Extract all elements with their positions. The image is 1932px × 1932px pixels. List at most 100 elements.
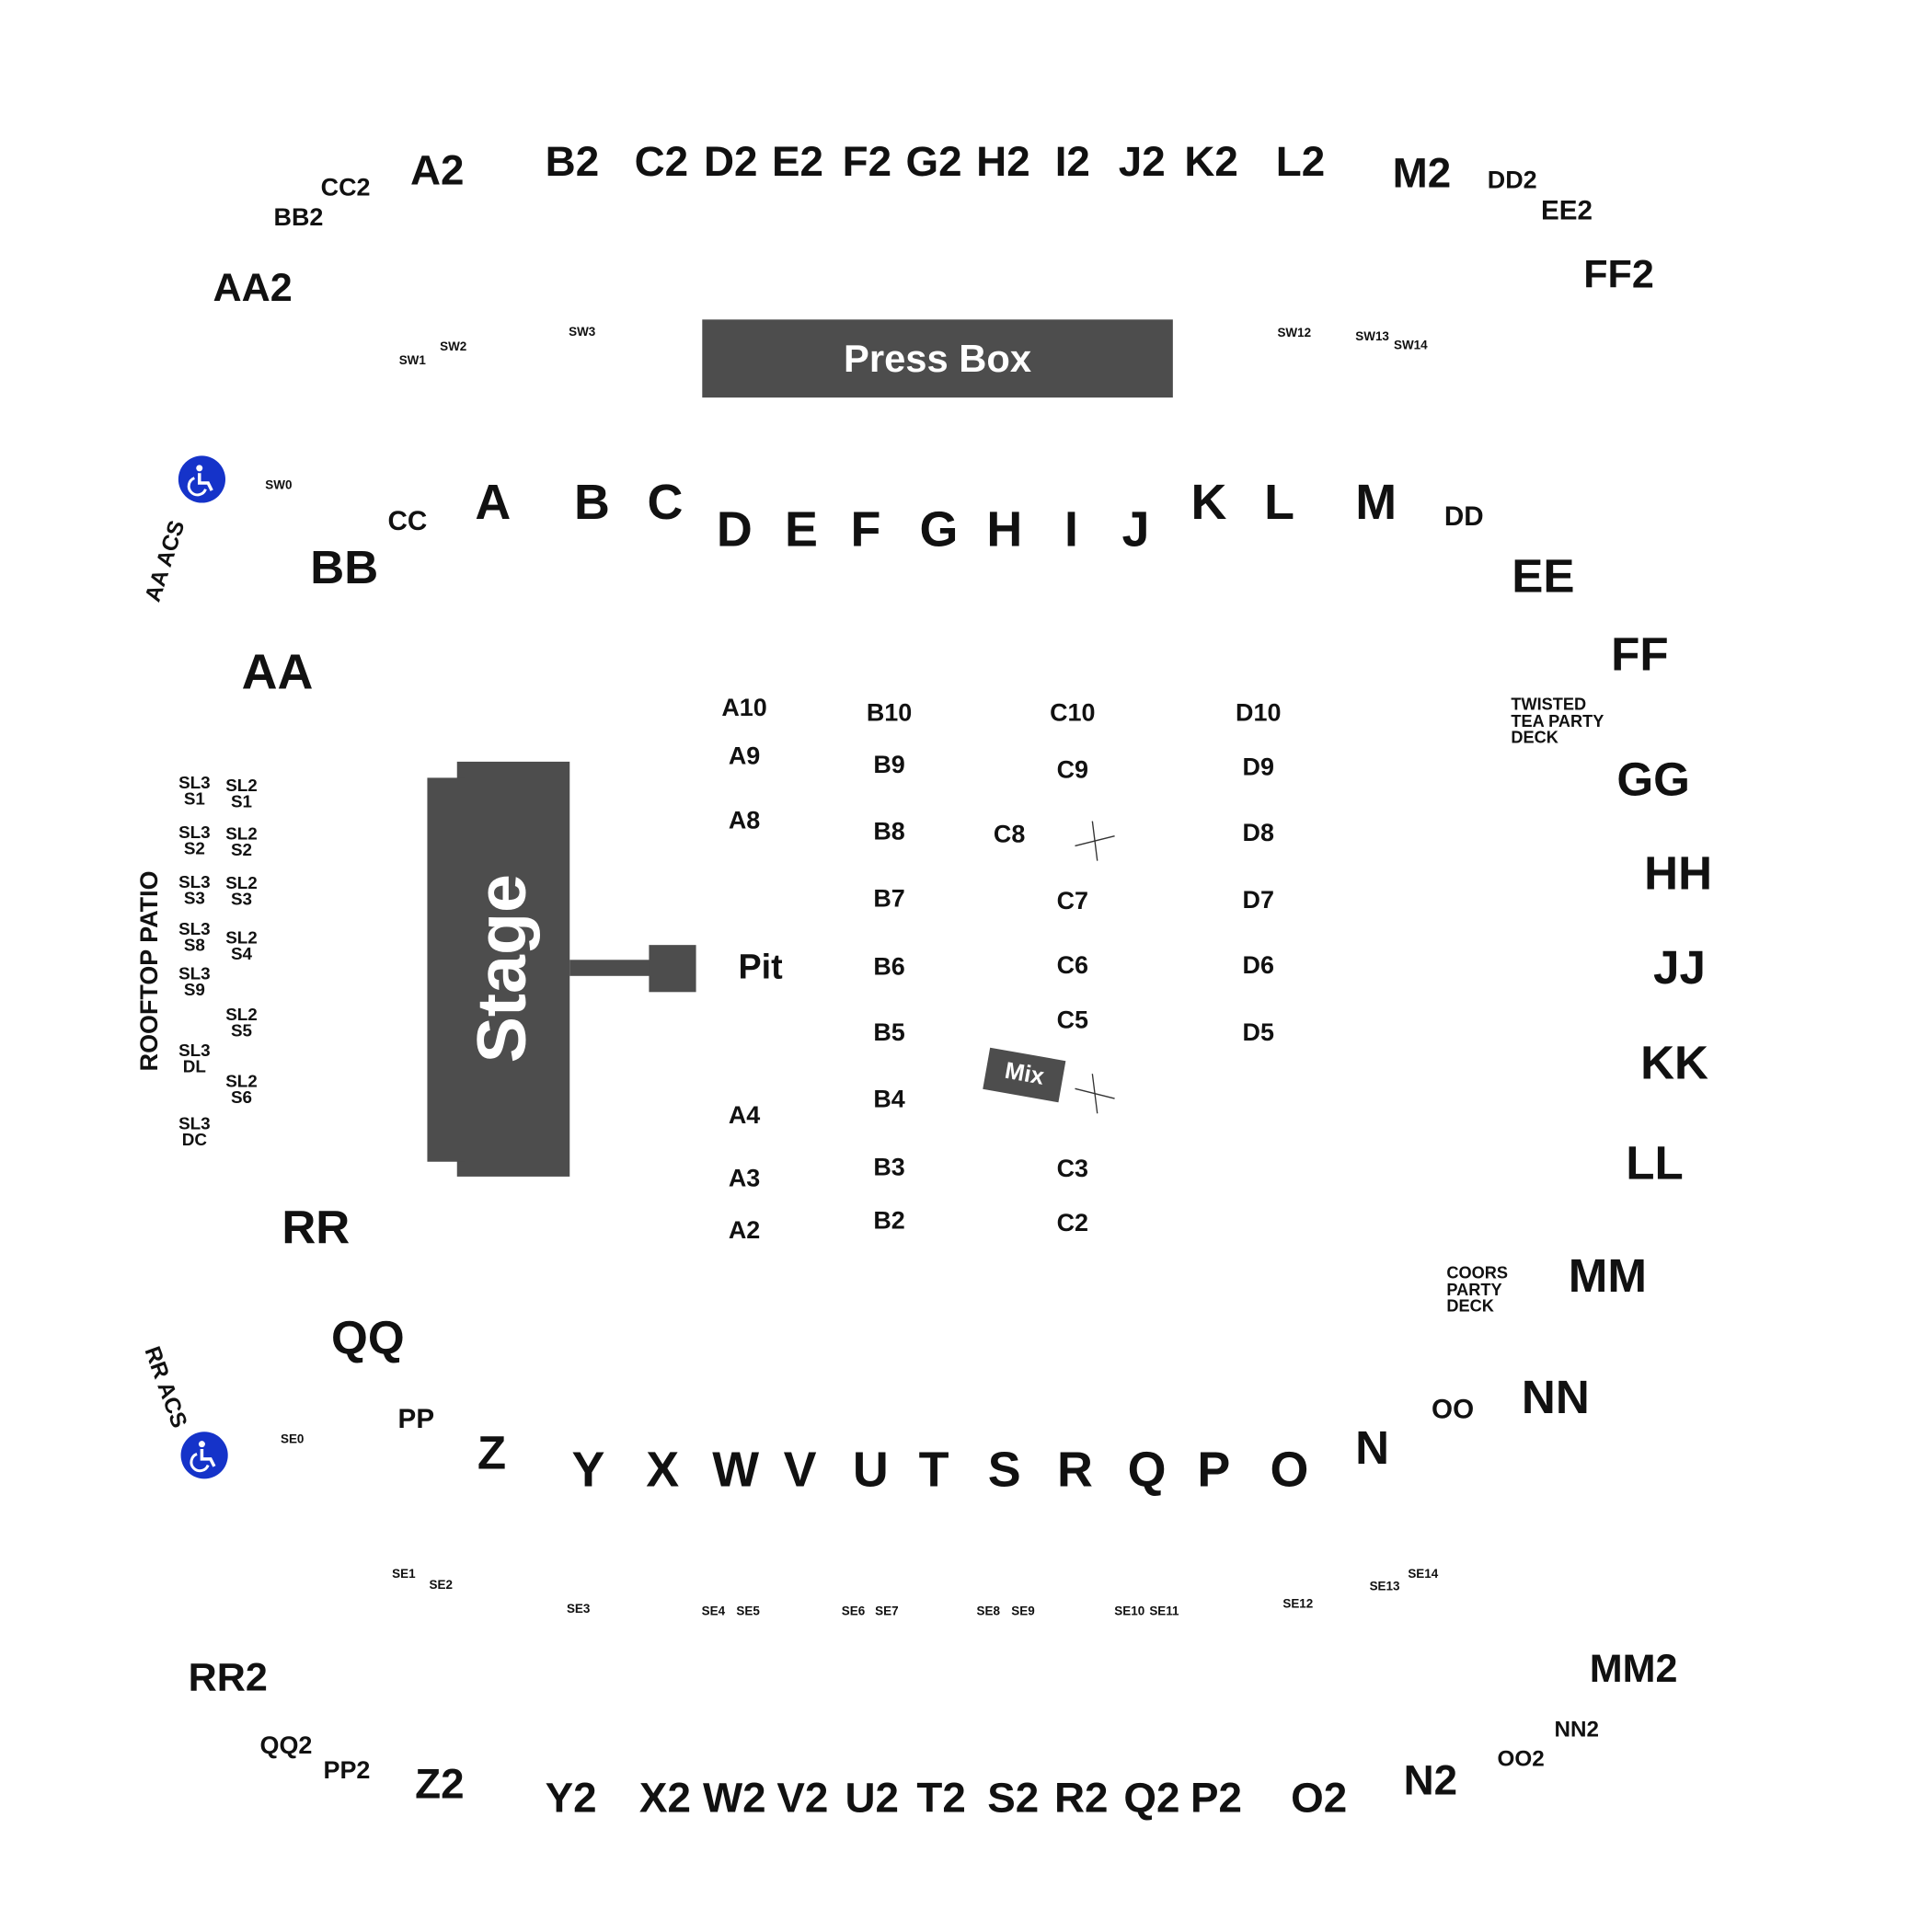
section-d5[interactable]: D5 [1242, 1018, 1274, 1047]
section-oo[interactable]: OO [1432, 1393, 1475, 1425]
section-k2[interactable]: K2 [1184, 138, 1238, 186]
press-box[interactable]: Press Box [702, 319, 1173, 398]
section-c[interactable]: C [647, 475, 684, 531]
section-se6[interactable]: SE6 [841, 1604, 866, 1619]
section-i2[interactable]: I2 [1054, 138, 1090, 186]
section-c10[interactable]: C10 [1050, 699, 1096, 728]
section-se13[interactable]: SE13 [1369, 1580, 1400, 1594]
section-b2[interactable]: B2 [545, 138, 600, 186]
section-m2[interactable]: M2 [1392, 149, 1452, 198]
coors-party-deck[interactable]: COORS PARTY DECK [1446, 1264, 1508, 1315]
section-e2[interactable]: E2 [771, 138, 823, 186]
section-x[interactable]: X [646, 1443, 680, 1498]
section-sw0[interactable]: SW0 [265, 478, 293, 493]
section-a9[interactable]: A9 [728, 742, 761, 771]
section-h2[interactable]: H2 [976, 138, 1030, 186]
section-u2[interactable]: U2 [845, 1775, 899, 1823]
section-y2[interactable]: Y2 [545, 1775, 597, 1823]
section-pp[interactable]: PP [397, 1403, 435, 1434]
section-f[interactable]: F [850, 502, 881, 558]
section-s[interactable]: S [987, 1443, 1021, 1498]
section-hh[interactable]: HH [1644, 848, 1713, 901]
section-n[interactable]: N [1355, 1422, 1390, 1476]
section-sw12[interactable]: SW12 [1277, 327, 1312, 341]
section-j2[interactable]: J2 [1118, 138, 1166, 186]
section-c2[interactable]: C2 [1056, 1210, 1089, 1237]
section-ee2[interactable]: EE2 [1540, 194, 1593, 226]
section-m[interactable]: M [1355, 475, 1397, 531]
section-s2[interactable]: S2 [987, 1775, 1040, 1823]
section-nn[interactable]: NN [1521, 1372, 1590, 1425]
section-f2[interactable]: F2 [842, 138, 892, 186]
section-dd[interactable]: DD [1443, 500, 1484, 532]
section-se7[interactable]: SE7 [875, 1604, 899, 1619]
section-se3[interactable]: SE3 [566, 1602, 591, 1616]
section-rr2[interactable]: RR2 [188, 1654, 268, 1699]
section-a4[interactable]: A4 [728, 1102, 761, 1130]
section-d[interactable]: D [716, 502, 753, 558]
section-p2[interactable]: P2 [1190, 1775, 1242, 1823]
section-a2[interactable]: A2 [409, 147, 465, 195]
section-b8[interactable]: B8 [873, 818, 905, 846]
section-l2[interactable]: L2 [1275, 138, 1326, 186]
section-se0[interactable]: SE0 [280, 1432, 305, 1447]
section-z2[interactable]: Z2 [415, 1761, 465, 1809]
section-a2[interactable]: A2 [728, 1217, 761, 1245]
section-se9[interactable]: SE9 [1011, 1604, 1035, 1619]
section-u[interactable]: U [852, 1443, 889, 1498]
section-e[interactable]: E [785, 502, 818, 558]
section-a10[interactable]: A10 [721, 695, 767, 722]
section-bb[interactable]: BB [310, 542, 379, 595]
section-cc[interactable]: CC [387, 505, 428, 536]
section-r2[interactable]: R2 [1053, 1775, 1109, 1823]
section-b9[interactable]: B9 [873, 752, 905, 779]
section-se11[interactable]: SE11 [1149, 1604, 1179, 1619]
section-se8[interactable]: SE8 [976, 1604, 1000, 1619]
aa-acs-label[interactable]: AA ACS [140, 517, 190, 605]
rooftop-patio-label[interactable]: ROOFTOP PATIO [136, 870, 164, 1072]
pit-label[interactable]: Pit [738, 947, 783, 986]
section-c2[interactable]: C2 [634, 138, 689, 186]
section-k[interactable]: K [1190, 475, 1227, 531]
section-c8[interactable]: C8 [993, 821, 1026, 849]
section-r[interactable]: R [1057, 1443, 1093, 1498]
section-kk[interactable]: KK [1640, 1038, 1709, 1090]
section-c5[interactable]: C5 [1056, 1006, 1089, 1035]
section-cc2[interactable]: CC2 [320, 174, 371, 202]
section-sw13[interactable]: SW13 [1355, 330, 1389, 345]
section-c6[interactable]: C6 [1056, 952, 1089, 980]
section-se14[interactable]: SE14 [1408, 1568, 1439, 1582]
section-b7[interactable]: B7 [873, 885, 905, 914]
section-sw14[interactable]: SW14 [1393, 339, 1428, 353]
section-j[interactable]: J [1121, 502, 1150, 558]
section-d2[interactable]: D2 [703, 138, 758, 186]
rr-acs-label[interactable]: RR ACS [140, 1342, 192, 1432]
section-c9[interactable]: C9 [1056, 756, 1089, 785]
section-x2[interactable]: X2 [638, 1775, 691, 1823]
section-b5[interactable]: B5 [873, 1018, 905, 1047]
section-b4[interactable]: B4 [873, 1086, 905, 1114]
section-sw3[interactable]: SW3 [569, 326, 596, 339]
section-w2[interactable]: W2 [702, 1775, 766, 1823]
section-t[interactable]: T [918, 1443, 949, 1498]
section-d8[interactable]: D8 [1242, 820, 1274, 847]
section-q2[interactable]: Q2 [1123, 1775, 1180, 1823]
section-sw2[interactable]: SW2 [440, 340, 467, 355]
section-c3[interactable]: C3 [1056, 1156, 1089, 1183]
section-q[interactable]: Q [1127, 1443, 1167, 1498]
section-d7[interactable]: D7 [1242, 886, 1274, 914]
section-d6[interactable]: D6 [1242, 952, 1274, 980]
section-a[interactable]: A [475, 475, 512, 531]
section-oo2[interactable]: OO2 [1497, 1746, 1545, 1772]
section-v2[interactable]: V2 [776, 1775, 829, 1823]
section-y[interactable]: Y [571, 1443, 605, 1498]
